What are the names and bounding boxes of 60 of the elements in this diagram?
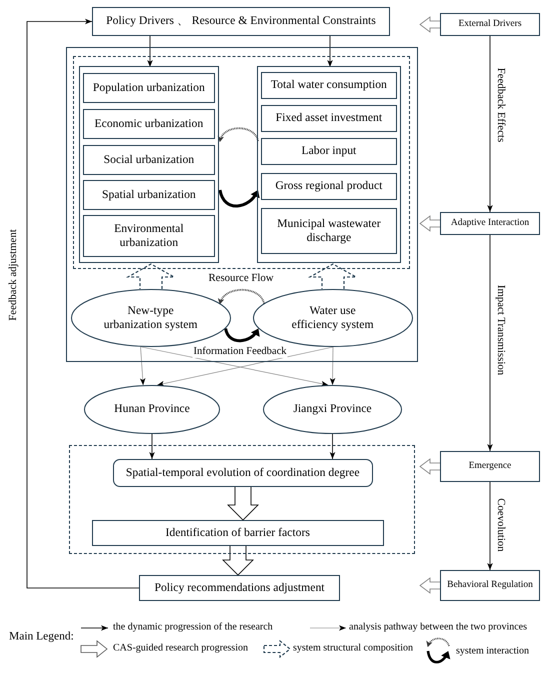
process-box: Municipal wastewater discharge xyxy=(260,208,397,254)
edge-label: Feedback Effects xyxy=(494,66,508,144)
process-box: Gross regional product xyxy=(260,172,397,200)
process-box: Spatial urbanization xyxy=(82,180,215,210)
legend-text: CAS-guided research progression xyxy=(113,642,248,654)
process-box: Economic urbanization xyxy=(82,108,215,139)
dashed-block-arrow xyxy=(308,263,358,290)
block-arrow xyxy=(222,546,254,576)
arrow xyxy=(147,36,153,68)
arrow xyxy=(140,346,146,386)
process-box: Total water consumption xyxy=(260,72,397,99)
block-arrow xyxy=(419,16,440,33)
block-arrow xyxy=(419,458,440,475)
ellipse-node: Jiangxi Province xyxy=(263,385,402,434)
arrow xyxy=(327,36,333,68)
edge-label: Feedback adjustment xyxy=(6,228,20,322)
process-box: Emergence xyxy=(440,451,540,482)
process-box: Population urbanization xyxy=(82,72,215,103)
block-arrow xyxy=(419,577,440,594)
block-arrow xyxy=(419,215,440,232)
block-arrow xyxy=(227,486,259,521)
arrow xyxy=(149,434,155,460)
process-box: Policy recommendations adjustment xyxy=(139,575,340,601)
edge-label: Information Feedback xyxy=(192,346,288,358)
container-box xyxy=(257,66,402,264)
ellipse-node: Water use efficiency system xyxy=(252,288,413,347)
legend-title: Main Legend: xyxy=(9,630,74,644)
dashed-container xyxy=(72,56,410,269)
arrow xyxy=(330,346,336,386)
edge-label: Impact Transmission xyxy=(494,284,508,376)
process-box: Social urbanization xyxy=(82,144,215,175)
process-box: Behavioral Regulation xyxy=(440,570,540,601)
dashed-container xyxy=(69,445,415,554)
process-box: Labor input xyxy=(260,138,397,165)
dotted-curved-arrow xyxy=(218,127,259,142)
legend-text: the dynamic progression of the research xyxy=(113,621,273,633)
process-box: Adaptive Interaction xyxy=(440,212,540,235)
process-box: Identification of barrier factors xyxy=(92,520,384,546)
process-box: External Drivers xyxy=(440,13,540,36)
ellipse-node: New-type urbanization system xyxy=(70,288,231,347)
process-box: Policy Drivers 、 Resource & Environmental Constraints xyxy=(92,7,390,36)
container-box xyxy=(79,66,220,264)
curved-arrow xyxy=(218,190,258,208)
container-box xyxy=(66,47,418,362)
arrow xyxy=(487,234,493,452)
legend-text: system interaction xyxy=(456,645,530,657)
arrow xyxy=(487,482,493,570)
elbow-arrow xyxy=(26,18,140,588)
legend-text: system structural composition xyxy=(293,642,413,654)
arrow xyxy=(330,434,336,460)
rounded-box: Spatial-temporal evolution of coordination degree xyxy=(112,458,373,487)
ellipse-node: Hunan Province xyxy=(84,385,220,434)
edge-label: Coevolution xyxy=(494,497,508,553)
arrow xyxy=(487,36,493,212)
dotted-curved-arrow xyxy=(218,288,265,304)
process-box: Environmental urbanization xyxy=(82,214,215,257)
process-box: Fixed asset investment xyxy=(260,104,397,132)
edge-label: Resource Flow xyxy=(207,272,275,284)
legend-text: analysis pathway between the two provinces xyxy=(349,621,528,633)
dashed-block-arrow xyxy=(126,263,176,290)
